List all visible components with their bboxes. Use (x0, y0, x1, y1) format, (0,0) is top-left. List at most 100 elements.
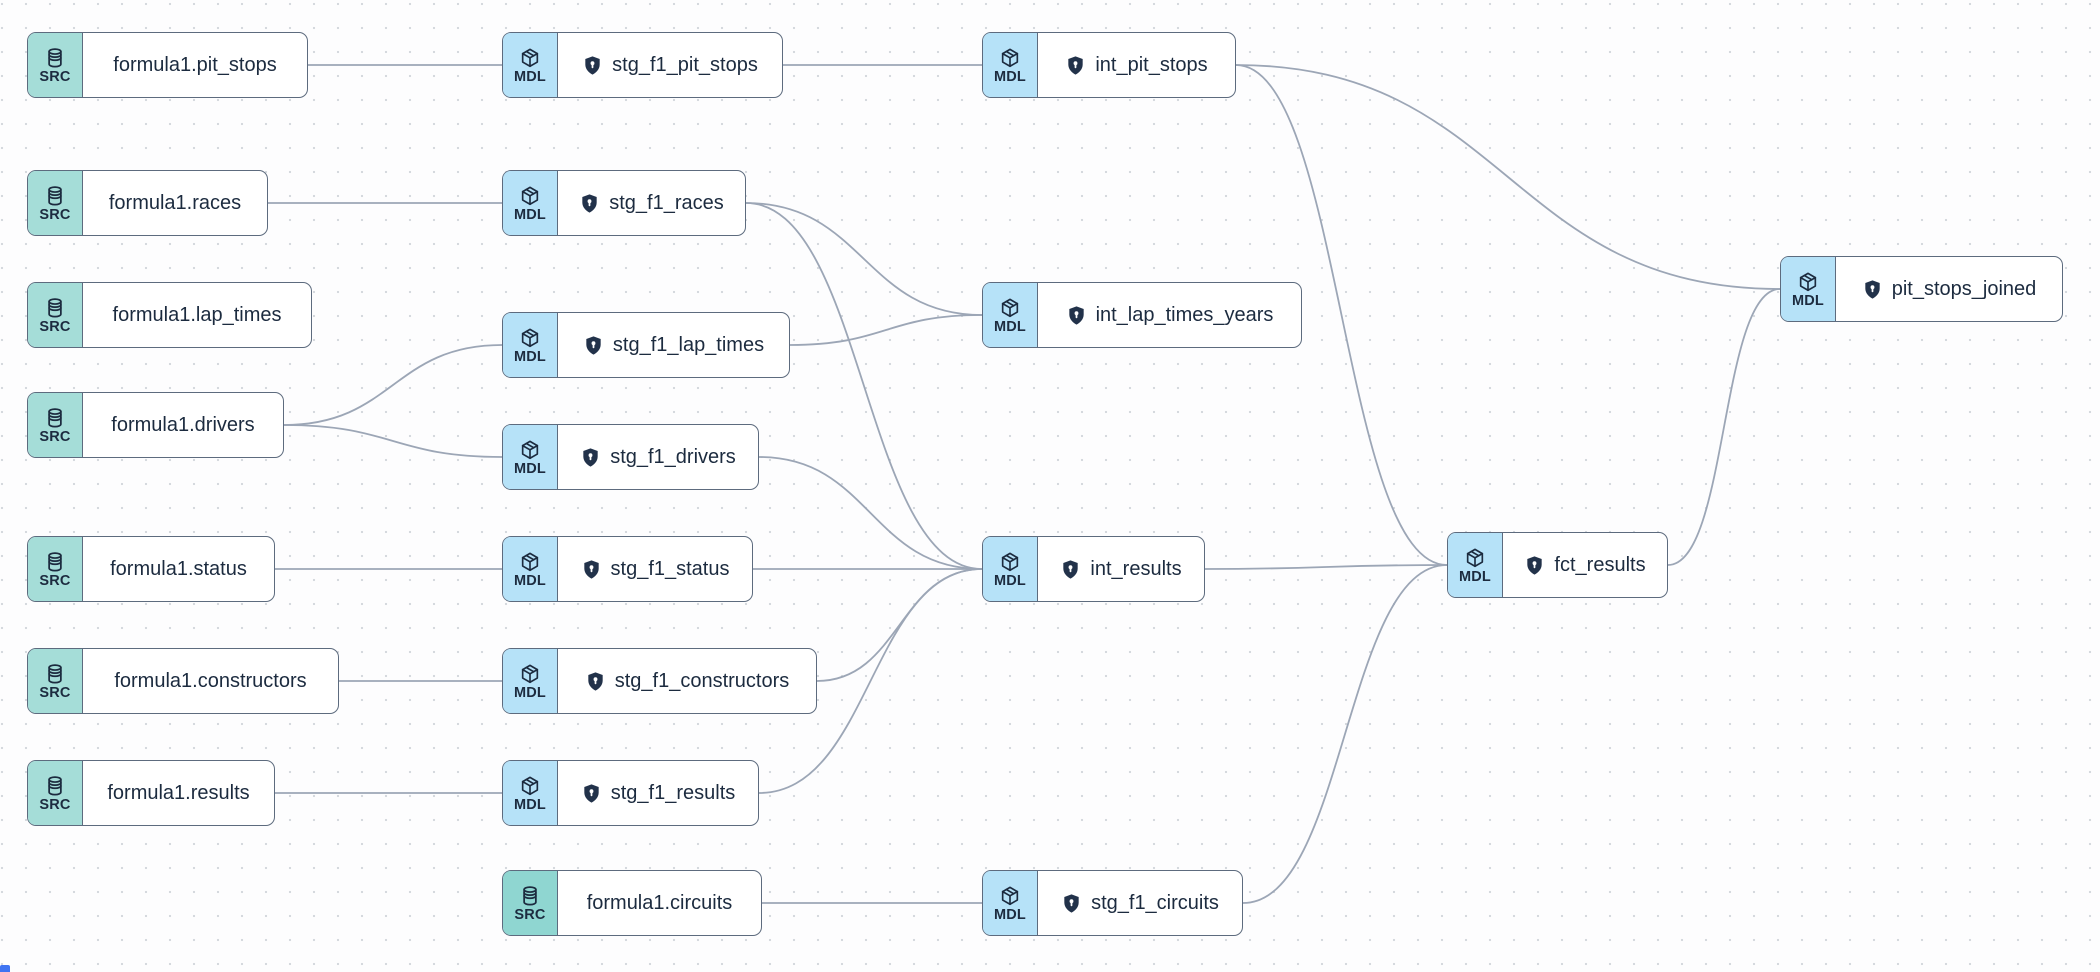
node-type-badge: MDL (1448, 533, 1503, 597)
node-body: stg_f1_drivers (558, 425, 758, 489)
node-type-badge: SRC (28, 761, 83, 825)
node-int-lap-times-years[interactable]: MDL int_lap_times_years (982, 282, 1302, 348)
edge-stg-f1-drivers--int-results (758, 456, 983, 570)
edge-stg-f1-races--int-lap-times-years (745, 202, 983, 316)
node-type-label: MDL (513, 797, 546, 814)
node-type-badge: SRC (28, 393, 83, 457)
edge-fct-results--pit-stops-joined (1667, 288, 1781, 566)
node-type-label: SRC (39, 429, 71, 446)
node-int-pit-stops[interactable]: MDL int_pit_stops (982, 32, 1236, 98)
node-type-badge: SRC (28, 649, 83, 713)
database-icon (44, 663, 66, 685)
node-type-label: MDL (1458, 569, 1491, 586)
node-name-label: stg_f1_drivers (610, 446, 736, 468)
node-name-label: stg_f1_status (610, 558, 730, 580)
cube-icon (1464, 547, 1486, 569)
database-icon (44, 551, 66, 573)
edge-stg-f1-races--int-results (745, 202, 983, 570)
node-type-badge: SRC (28, 537, 83, 601)
node-stg-f1-status[interactable]: MDL stg_f1_status (502, 536, 753, 602)
node-name-label: formula1.pit_stops (113, 54, 277, 76)
node-stg-f1-pit-stops[interactable]: MDL stg_f1_pit_stops (502, 32, 783, 98)
node-type-label: SRC (39, 319, 71, 336)
node-type-badge: MDL (503, 171, 558, 235)
edge-src-drivers--stg-f1-drivers (283, 424, 503, 458)
node-body: stg_f1_circuits (1038, 871, 1242, 935)
cube-icon (519, 663, 541, 685)
node-body: stg_f1_status (558, 537, 752, 601)
node-type-label: MDL (1791, 293, 1824, 310)
node-type-label: MDL (513, 685, 546, 702)
cube-icon (519, 47, 541, 69)
node-name-label: int_pit_stops (1095, 54, 1208, 76)
node-src-drivers[interactable]: SRC formula1.drivers (27, 392, 284, 458)
node-body: int_pit_stops (1038, 33, 1235, 97)
node-type-label: MDL (513, 207, 546, 224)
node-type-badge: MDL (983, 537, 1038, 601)
node-body: int_results (1038, 537, 1204, 601)
node-src-status[interactable]: SRC formula1.status (27, 536, 275, 602)
shield-lock-icon (1065, 55, 1086, 76)
node-src-pit-stops[interactable]: SRC formula1.pit_stops (27, 32, 308, 98)
node-src-results[interactable]: SRC formula1.results (27, 760, 275, 826)
node-body: stg_f1_races (558, 171, 745, 235)
database-icon (44, 775, 66, 797)
node-name-label: formula1.circuits (586, 892, 733, 914)
node-name-label: formula1.constructors (114, 670, 307, 692)
shield-lock-icon (579, 193, 600, 214)
database-icon (44, 297, 66, 319)
node-type-badge: MDL (503, 761, 558, 825)
node-type-label: SRC (39, 573, 71, 590)
node-src-lap-times[interactable]: SRC formula1.lap_times (27, 282, 312, 348)
shield-lock-icon (581, 559, 602, 580)
node-name-label: int_lap_times_years (1095, 304, 1274, 326)
node-type-badge: MDL (503, 649, 558, 713)
shield-lock-icon (1061, 893, 1082, 914)
shield-lock-icon (585, 671, 606, 692)
edge-int-results--fct-results (1204, 564, 1448, 570)
node-type-label: MDL (513, 69, 546, 86)
edge-stg-f1-results--int-results (758, 568, 983, 794)
node-type-label: MDL (993, 907, 1026, 924)
node-stg-f1-races[interactable]: MDL stg_f1_races (502, 170, 746, 236)
node-stg-f1-lap-times[interactable]: MDL stg_f1_lap_times (502, 312, 790, 378)
cube-icon (999, 47, 1021, 69)
node-body: formula1.lap_times (83, 283, 311, 347)
database-icon (44, 47, 66, 69)
edge-stg-f1-lap-times--int-lap-times-years (789, 314, 983, 346)
node-pit-stops-joined[interactable]: MDL pit_stops_joined (1780, 256, 2063, 322)
node-src-constructors[interactable]: SRC formula1.constructors (27, 648, 339, 714)
cube-icon (999, 885, 1021, 907)
node-name-label: formula1.status (110, 558, 247, 580)
edge-int-pit-stops--fct-results (1235, 64, 1448, 566)
corner-chip (0, 965, 10, 972)
node-stg-f1-drivers[interactable]: MDL stg_f1_drivers (502, 424, 759, 490)
node-stg-f1-results[interactable]: MDL stg_f1_results (502, 760, 759, 826)
node-body: formula1.constructors (83, 649, 338, 713)
node-name-label: int_results (1090, 558, 1182, 580)
node-body: fct_results (1503, 533, 1667, 597)
cube-icon (519, 327, 541, 349)
cube-icon (519, 185, 541, 207)
node-type-badge: MDL (503, 537, 558, 601)
node-type-badge: SRC (503, 871, 558, 935)
edge-stg-f1-constructors--int-results (816, 568, 983, 682)
database-icon (519, 885, 541, 907)
node-src-races[interactable]: SRC formula1.races (27, 170, 268, 236)
node-stg-f1-circuits[interactable]: MDL stg_f1_circuits (982, 870, 1243, 936)
node-stg-f1-constructors[interactable]: MDL stg_f1_constructors (502, 648, 817, 714)
node-name-label: stg_f1_constructors (614, 670, 790, 692)
node-type-label: MDL (993, 319, 1026, 336)
node-name-label: formula1.results (107, 782, 250, 804)
node-type-label: MDL (993, 69, 1026, 86)
edge-int-pit-stops--pit-stops-joined (1235, 64, 1781, 290)
node-body: formula1.races (83, 171, 267, 235)
node-type-label: SRC (39, 797, 71, 814)
node-body: formula1.pit_stops (83, 33, 307, 97)
node-name-label: formula1.lap_times (112, 304, 282, 326)
node-src-circuits[interactable]: SRC formula1.circuits (502, 870, 762, 936)
node-int-results[interactable]: MDL int_results (982, 536, 1205, 602)
node-fct-results[interactable]: MDL fct_results (1447, 532, 1668, 598)
